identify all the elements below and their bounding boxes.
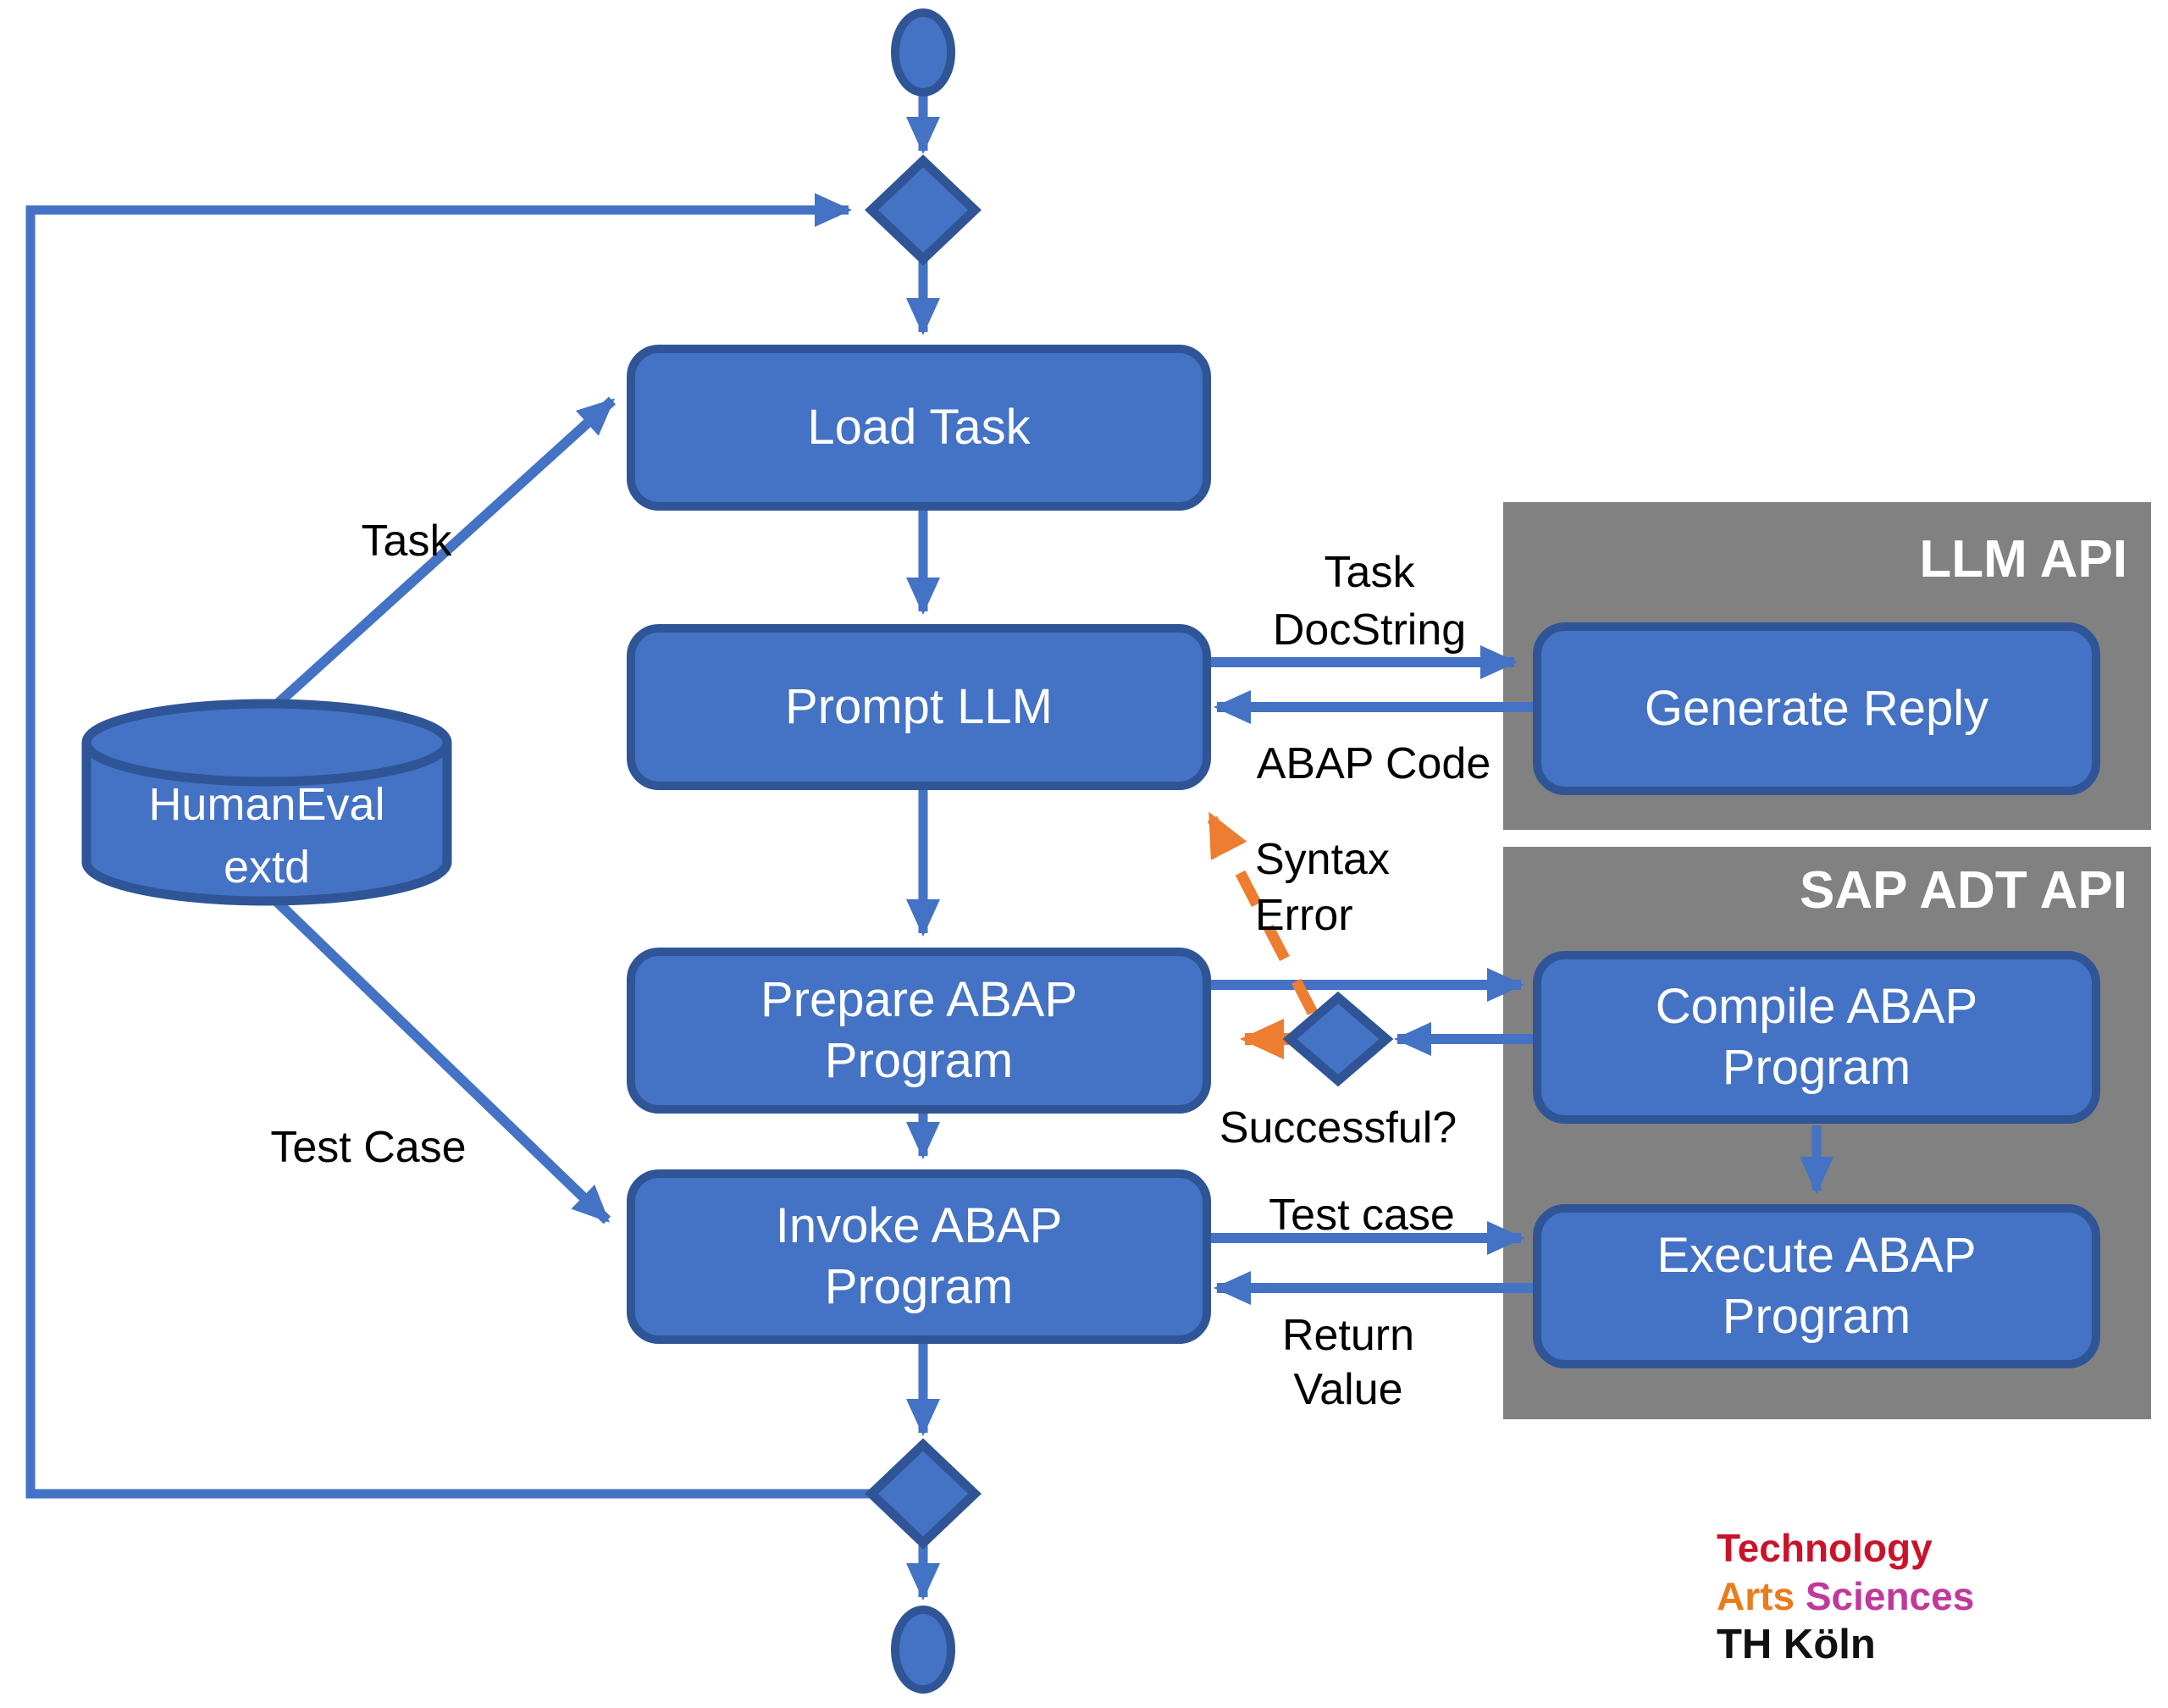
- node-load-task-label: Load Task: [807, 400, 1031, 455]
- loop-back-rail: [25, 193, 873, 1499]
- merge-gateway-top: [865, 154, 982, 266]
- edge-task-to-load: [267, 396, 617, 714]
- llm-api-panel-title: LLM API: [1919, 530, 2127, 589]
- edge-label-return-value: Return Value: [1282, 1308, 1414, 1417]
- datastore-label-line2: extd: [223, 842, 311, 893]
- node-invoke-abap-line2: Program: [824, 1259, 1014, 1314]
- logo-line-arts-sciences: Arts Sciences: [1717, 1573, 1974, 1621]
- node-invoke-abap: Invoke ABAP Program: [627, 1169, 1211, 1344]
- logo-word-arts: Arts: [1717, 1574, 1795, 1618]
- node-execute-abap-line2: Program: [1722, 1289, 1911, 1344]
- edge-label-test-case-small: Test case: [1269, 1191, 1455, 1240]
- th-koeln-logo: Technology Arts Sciences TH Köln: [1717, 1524, 1974, 1669]
- edge-label-task-docstring-line2: DocString: [1272, 605, 1467, 655]
- edge-label-successful: Successful?: [1219, 1103, 1457, 1152]
- edge-syntax-error-to-prompt: [1206, 811, 1318, 1015]
- edge-label-task-docstring: Task DocString: [1273, 544, 1466, 659]
- edge-label-return-value-line2: Value: [1293, 1365, 1403, 1414]
- node-execute-abap-line1: Execute ABAP: [1656, 1228, 1977, 1283]
- logo-word-sciences: Sciences: [1805, 1574, 1975, 1618]
- node-compile-abap-line1: Compile ABAP: [1655, 979, 1978, 1034]
- edge-label-syntax-error: Syntax Error: [1255, 832, 1390, 943]
- node-prepare-abap: Prepare ABAP Program: [627, 948, 1211, 1114]
- start-node: [891, 8, 955, 97]
- node-compile-abap: Compile ABAP Program: [1533, 951, 2100, 1124]
- logo-line-th-koeln: TH Köln: [1717, 1622, 1876, 1667]
- edge-label-syntax-error-line1: Syntax: [1255, 835, 1390, 884]
- edge-label-test-case: Test Case: [270, 1123, 467, 1172]
- node-prepare-abap-line1: Prepare ABAP: [760, 972, 1077, 1027]
- node-invoke-abap-line1: Invoke ABAP: [775, 1198, 1063, 1253]
- node-load-task: Load Task: [627, 345, 1211, 511]
- node-prompt-llm-label: Prompt LLM: [785, 679, 1053, 734]
- datastore-cylinder-body: [81, 743, 452, 906]
- end-node: [891, 1606, 955, 1694]
- node-prompt-llm: Prompt LLM: [627, 624, 1211, 790]
- node-prepare-abap-line2: Program: [824, 1033, 1014, 1088]
- edge-label-abap-code: ABAP Code: [1256, 739, 1491, 788]
- loop-gateway-bottom: [865, 1438, 982, 1550]
- edge-label-syntax-error-line2: Error: [1255, 891, 1353, 940]
- sap-adt-api-panel-title: SAP ADT API: [1800, 861, 2127, 920]
- node-execute-abap: Execute ABAP Program: [1533, 1204, 2100, 1368]
- logo-line-technology: Technology: [1717, 1526, 1933, 1570]
- edge-label-task-docstring-line1: Task: [1324, 548, 1415, 597]
- edge-testcase-to-invoke: [268, 893, 611, 1224]
- node-generate-reply: Generate Reply: [1533, 622, 2100, 795]
- successful-gateway: [1282, 991, 1394, 1087]
- datastore-label: HumanEval extd: [86, 773, 447, 898]
- edge-label-return-value-line1: Return: [1281, 1311, 1415, 1360]
- node-generate-reply-label: Generate Reply: [1644, 681, 1989, 736]
- edge-label-task: Task: [361, 517, 452, 566]
- datastore-cylinder-top: [81, 699, 452, 787]
- datastore-label-line1: HumanEval: [148, 779, 385, 830]
- node-compile-abap-line2: Program: [1722, 1040, 1911, 1095]
